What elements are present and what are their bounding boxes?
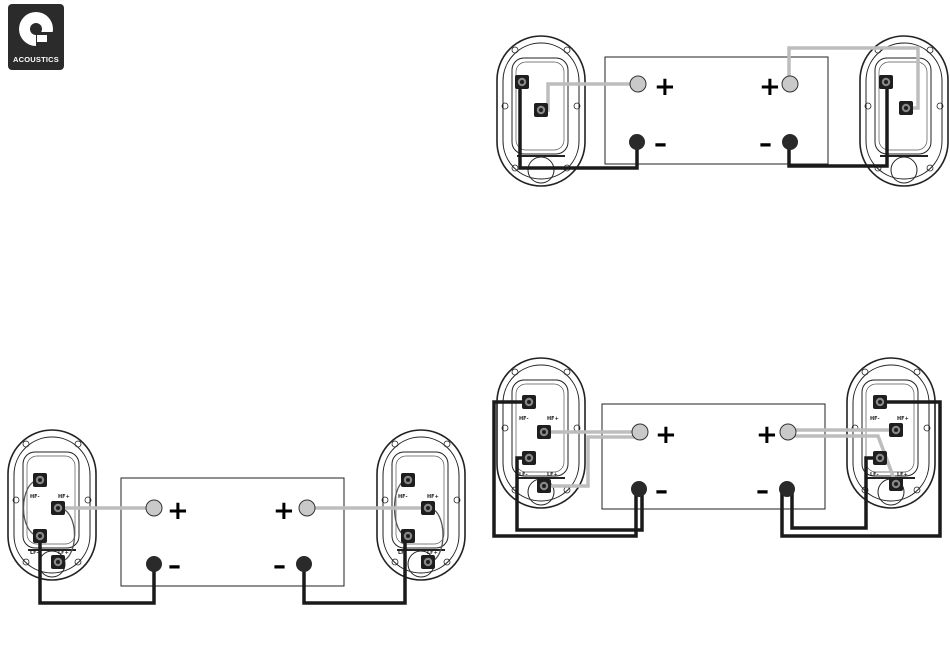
terminal-label: LF+ bbox=[58, 550, 69, 556]
amp-negative-terminal bbox=[296, 556, 312, 572]
amp-negative-terminal bbox=[629, 134, 645, 150]
terminal-post bbox=[33, 473, 47, 487]
terminal-post bbox=[51, 501, 65, 515]
terminal-label: HF+ bbox=[897, 416, 909, 422]
minus-label: – bbox=[756, 476, 769, 506]
terminal-label: HF+ bbox=[58, 494, 70, 500]
terminal-post bbox=[879, 75, 893, 89]
minus-label: – bbox=[654, 129, 667, 159]
terminal-label: HF- bbox=[398, 494, 408, 500]
amp-positive-terminal bbox=[782, 76, 798, 92]
terminal-post bbox=[873, 395, 887, 409]
terminal-post bbox=[889, 477, 903, 491]
diagram-bi-wire: HF- HF+ LF- LF+ HF- HF+ LF- LF+ + – + – bbox=[494, 358, 940, 536]
terminal-post bbox=[401, 473, 415, 487]
terminal-label: HF+ bbox=[427, 494, 439, 500]
minus-label: – bbox=[759, 129, 772, 159]
terminal-post bbox=[401, 529, 415, 543]
terminal-post bbox=[899, 101, 913, 115]
terminal-label: LF+ bbox=[547, 472, 558, 478]
plus-label: + bbox=[756, 420, 778, 450]
terminal-label: LF- bbox=[30, 550, 39, 556]
diagram-bi-wire-alt: HF- HF+ LF- LF+ HF- HF+ LF- LF+ + – + – bbox=[8, 430, 465, 603]
terminal-label: LF- bbox=[398, 550, 407, 556]
terminal-post bbox=[515, 75, 529, 89]
terminal-label: HF- bbox=[870, 416, 880, 422]
amp-negative-terminal bbox=[146, 556, 162, 572]
terminal-post bbox=[522, 395, 536, 409]
terminal-post bbox=[873, 451, 887, 465]
amp-negative-terminal bbox=[779, 481, 795, 497]
amp-negative-terminal bbox=[782, 134, 798, 150]
terminal-label: HF+ bbox=[547, 416, 559, 422]
minus-label: – bbox=[273, 551, 286, 581]
amp-positive-terminal bbox=[299, 500, 315, 516]
terminal-post bbox=[421, 501, 435, 515]
terminal-post bbox=[522, 451, 536, 465]
terminal-post bbox=[51, 555, 65, 569]
plus-label: + bbox=[759, 72, 781, 102]
terminal-post bbox=[537, 425, 551, 439]
terminal-label: LF- bbox=[519, 472, 528, 478]
minus-label: – bbox=[655, 476, 668, 506]
plus-label: + bbox=[167, 496, 189, 526]
amp-positive-terminal bbox=[780, 424, 796, 440]
terminal-label: HF- bbox=[519, 416, 529, 422]
amp-positive-terminal bbox=[630, 76, 646, 92]
terminal-post bbox=[421, 555, 435, 569]
plus-label: + bbox=[273, 496, 295, 526]
plus-label: + bbox=[655, 420, 677, 450]
minus-label: – bbox=[168, 551, 181, 581]
terminal-post bbox=[889, 423, 903, 437]
terminal-label: LF+ bbox=[897, 472, 908, 478]
terminal-label: HF- bbox=[30, 494, 40, 500]
amp-negative-terminal bbox=[631, 481, 647, 497]
terminal-label: LF- bbox=[870, 472, 879, 478]
amp-positive-terminal bbox=[632, 424, 648, 440]
terminal-post bbox=[33, 529, 47, 543]
diagram-single-wire: + – + – bbox=[497, 36, 948, 186]
plus-label: + bbox=[654, 72, 676, 102]
terminal-label: LF+ bbox=[427, 550, 438, 556]
terminal-post bbox=[537, 479, 551, 493]
terminal-post bbox=[534, 103, 548, 117]
amp-positive-terminal bbox=[146, 500, 162, 516]
